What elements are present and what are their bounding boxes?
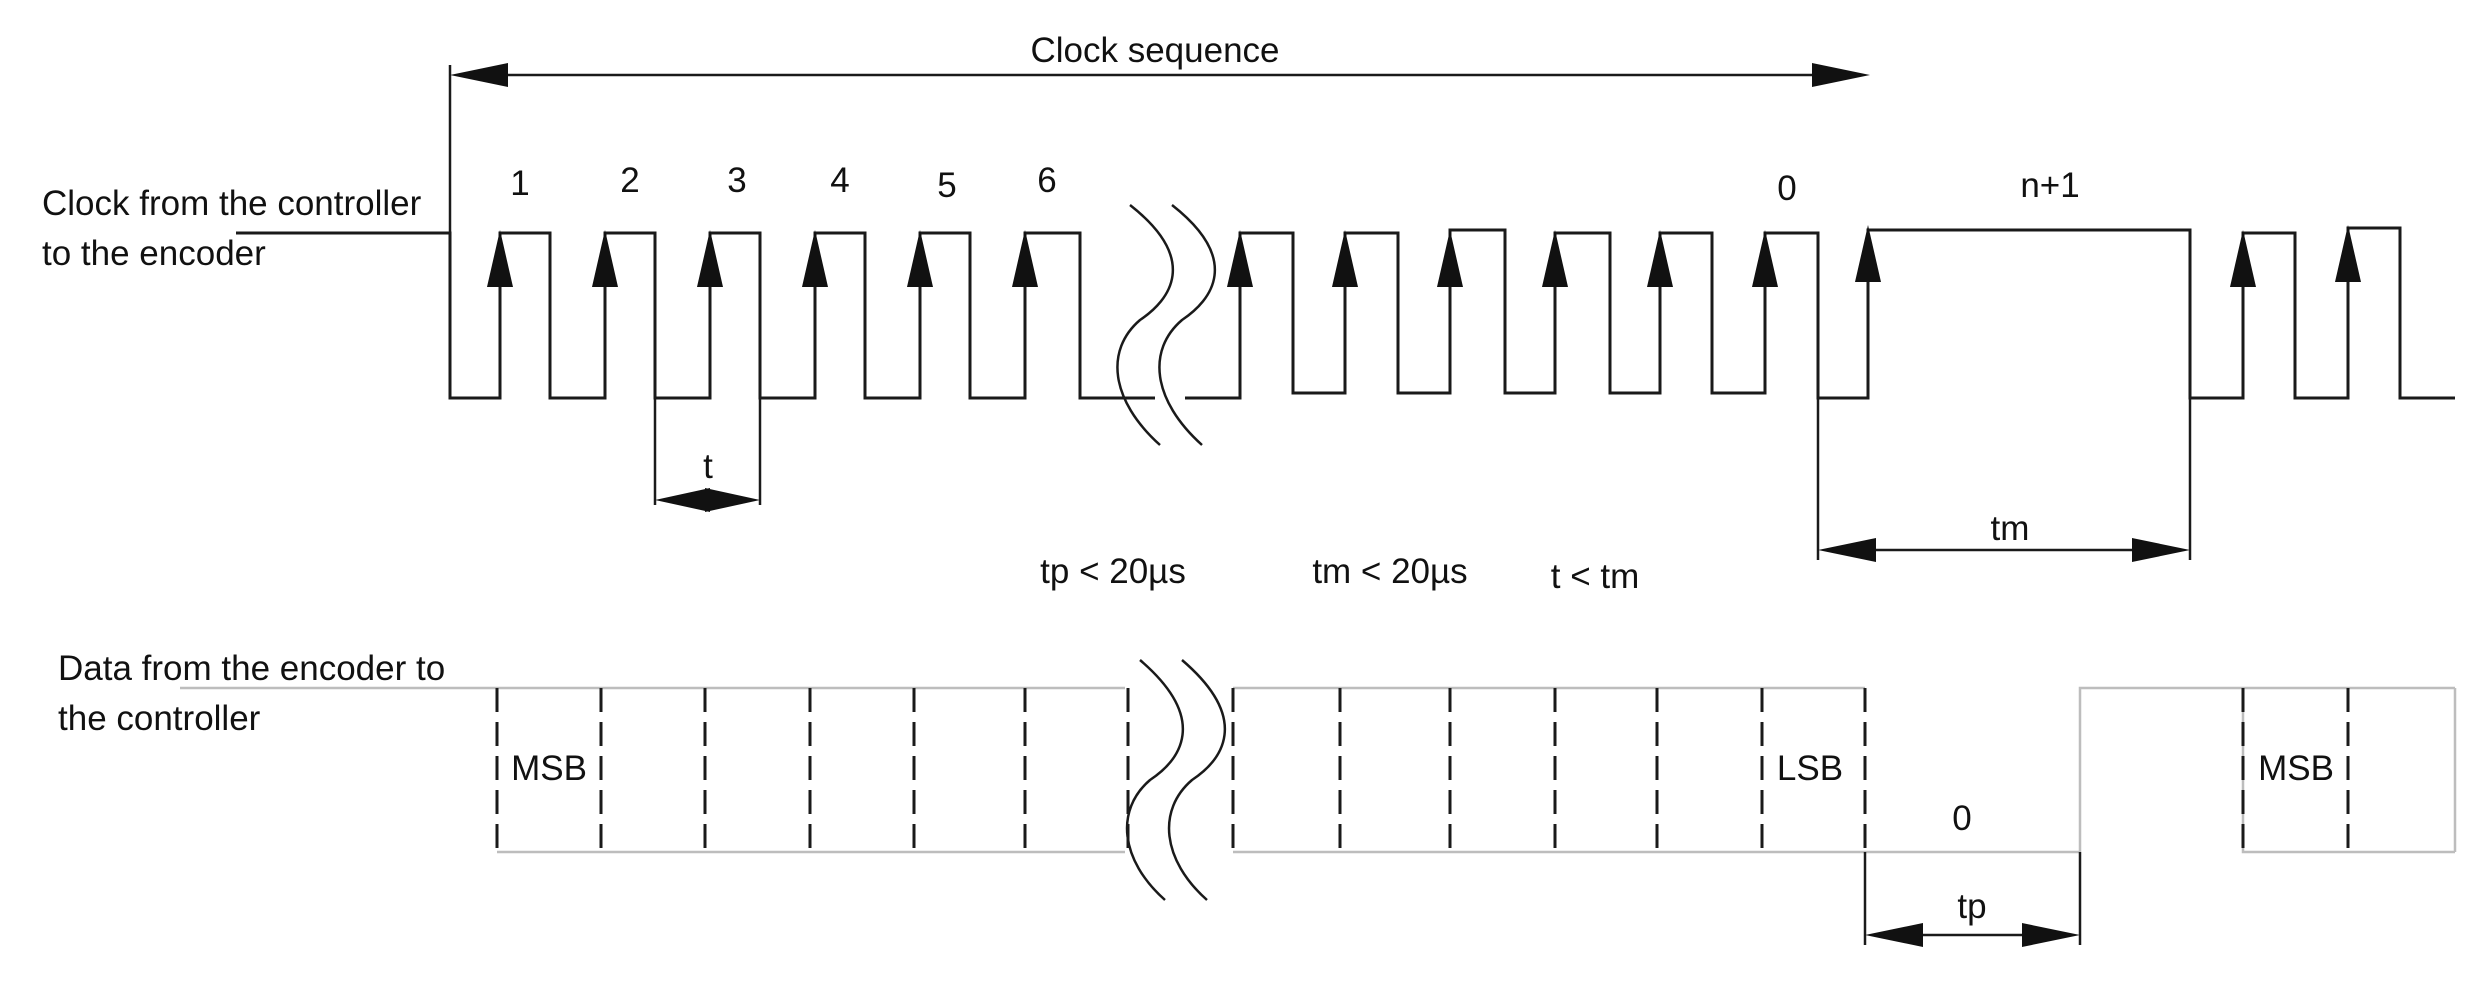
tp-arrowhead-right [2022,923,2080,947]
tm-arrowhead-left [1818,538,1876,562]
clock-number-0: 0 [1777,169,1796,208]
clock-number-3: 3 [727,161,746,200]
edge-arrow-6-head [1012,230,1038,287]
clock-break-curve-right [1158,204,1217,446]
edge-arrow-7-head [1227,230,1253,287]
edge-arrow-4-head [802,230,828,287]
data-break-curve-right [1167,659,1227,901]
edge-arrow-3-head [697,230,723,287]
clock-number-4: 4 [830,161,849,200]
clock-number-6: 6 [1037,161,1056,200]
clock-pulse-numbers: 1 2 3 4 5 6 0 n+1 [510,161,2079,208]
clock-sequence-label: Clock sequence [1030,31,1279,70]
condition-tm: tm < 20µs [1312,552,1467,591]
data-signal-label-line-1: Data from the encoder to [58,649,445,688]
clock-number-2: 2 [620,161,639,200]
data-zero-bit-rise [2078,686,2455,852]
data-msb-label-1: MSB [511,749,587,788]
t-arrowhead-left [655,488,710,512]
edge-arrow-10-head [1542,230,1568,287]
condition-t: t < tm [1551,557,1640,596]
rising-edge-arrows [487,225,2361,398]
edge-arrow-8-head [1332,230,1358,287]
arrowhead-right [1812,63,1870,87]
data-lsb-label: LSB [1777,749,1843,788]
t-dimension [653,398,762,512]
clock-break-curve-left [1116,204,1175,446]
tp-arrowhead-left [1865,923,1923,947]
data-zero-bit-label: 0 [1952,799,1971,838]
edge-arrow-1-head [487,230,513,287]
edge-arrow-12-head [1752,230,1778,287]
t-arrowhead-right [705,488,760,512]
tp-label: tp [1957,887,1986,926]
clock-waveform-right [1185,226,2455,400]
arrowhead-left [450,63,508,87]
tm-dimension [1816,398,2192,562]
edge-arrow-11-head [1647,230,1673,287]
t-label: t [703,447,713,486]
tm-arrowhead-right [2132,538,2190,562]
clock-signal-label-line-1: Clock from the controller [42,184,422,223]
edge-arrow-2-head [592,230,618,287]
data-waveform [180,686,2457,854]
tp-dimension [1863,852,2082,947]
data-break-mark [1125,659,1227,901]
edge-arrow-14-head [2230,230,2256,287]
data-msb-label-2: MSB [2258,749,2334,788]
clock-number-1: 1 [510,164,529,203]
clock-number-n-plus-1: n+1 [2020,166,2079,205]
clock-sequence-arrow [448,63,1870,235]
edge-arrow-5-head [907,230,933,287]
data-break-curve-left [1125,659,1185,901]
edge-arrow-9-head [1437,230,1463,287]
clock-number-5: 5 [937,166,956,205]
data-signal-label-line-2: the controller [58,699,261,738]
clock-break-mark [1116,204,1217,446]
clock-signal-label-line-2: to the encoder [42,234,266,273]
edge-arrow-13-head [1855,225,1881,282]
clock-waveform [236,226,2455,400]
edge-arrow-15-head [2335,225,2361,282]
data-bit-dividers [495,688,2350,852]
clock-waveform-left [236,231,1155,400]
condition-tp: tp < 20µs [1040,552,1186,591]
tm-label: tm [1991,509,2030,548]
